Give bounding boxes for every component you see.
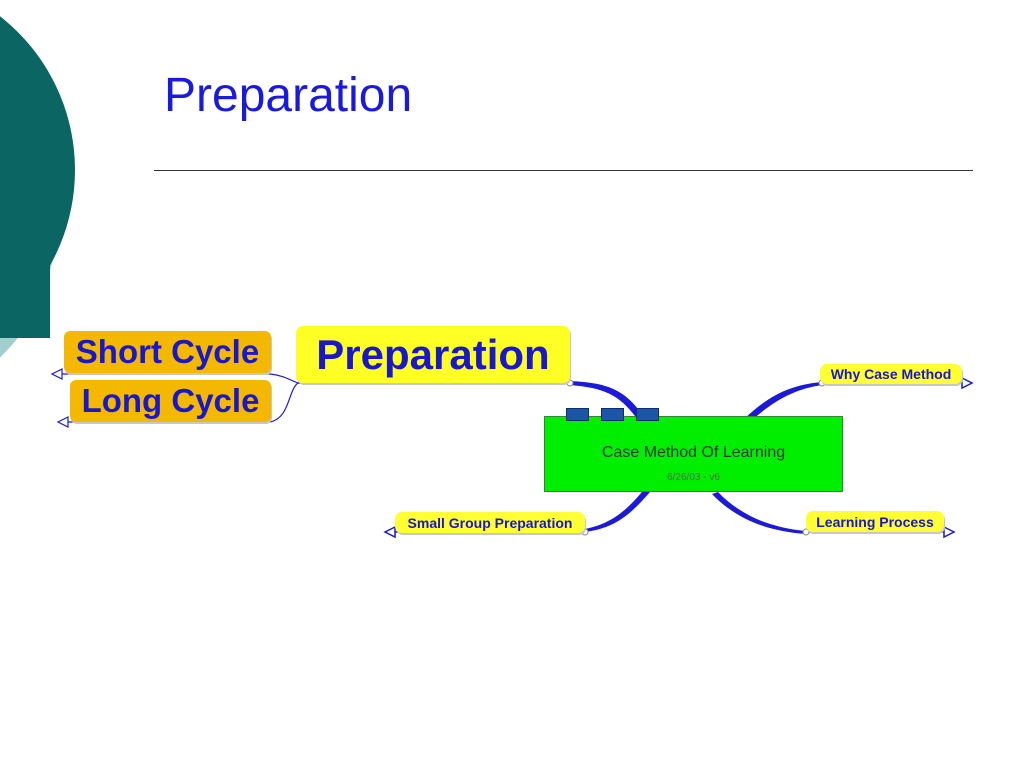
node-preparation[interactable]: Preparation: [296, 326, 570, 383]
node-learning-process-label: Learning Process: [816, 513, 934, 530]
node-why-case-method-label: Why Case Method: [830, 366, 952, 382]
node-why-case-method[interactable]: Why Case Method: [820, 364, 962, 384]
connector-small-group: [585, 492, 650, 532]
central-topic-subtitle: 6/26/03 - v6: [667, 472, 720, 483]
decor-bar: [0, 178, 50, 338]
joint-preparation: [566, 379, 574, 387]
tab-icon[interactable]: [636, 408, 659, 421]
tab-icon[interactable]: [601, 408, 624, 421]
arrow-short-cycle: [50, 368, 63, 380]
tab-icon[interactable]: [566, 408, 589, 421]
connector-learning-process: [712, 492, 806, 534]
arrow-learning-process: [943, 525, 956, 539]
central-topic[interactable]: Case Method Of Learning 6/26/03 - v6: [544, 416, 843, 492]
node-long-cycle[interactable]: Long Cycle: [70, 380, 271, 422]
title-divider: [154, 170, 973, 171]
node-small-group-preparation[interactable]: Small Group Preparation: [395, 512, 585, 533]
node-short-cycle[interactable]: Short Cycle: [64, 331, 271, 373]
node-short-cycle-label: Short Cycle: [75, 333, 260, 370]
node-small-group-preparation-label: Small Group Preparation: [407, 514, 573, 531]
slide-title: Preparation: [164, 69, 413, 122]
node-long-cycle-label: Long Cycle: [81, 382, 260, 419]
connector-long-cycle: [269, 382, 299, 423]
arrow-long-cycle: [56, 416, 69, 428]
node-preparation-label: Preparation: [316, 330, 550, 378]
node-learning-process[interactable]: Learning Process: [806, 511, 944, 532]
connector-why-case-method: [745, 382, 822, 420]
slide-decoration: [0, 16, 75, 358]
connector-short-cycle: [269, 373, 299, 384]
arrow-why-case-method: [961, 376, 974, 390]
joint-learning-process: [802, 528, 810, 536]
joint-small-group: [581, 528, 589, 536]
central-topic-title: Case Method Of Learning: [601, 444, 786, 461]
arrow-small-group: [383, 525, 396, 539]
